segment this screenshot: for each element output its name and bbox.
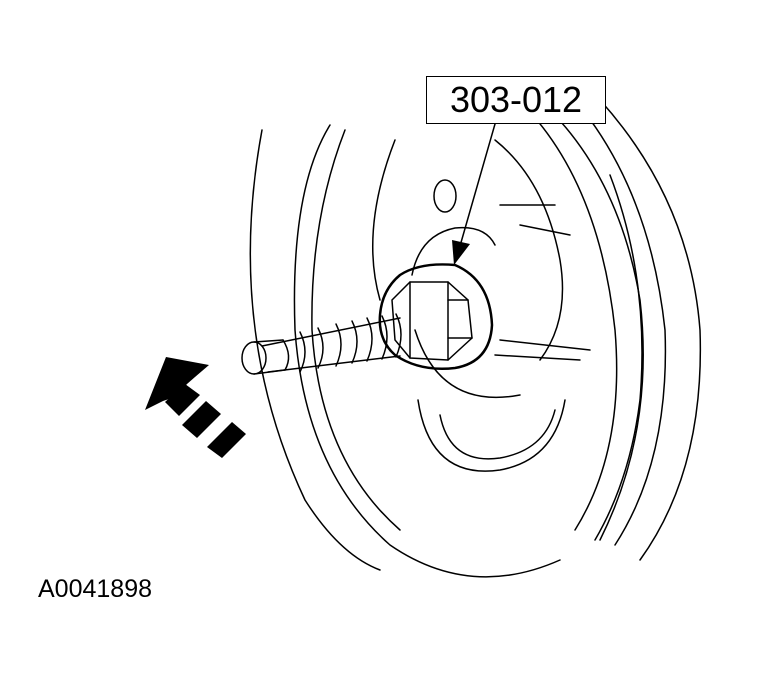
installation-direction-arrow: [145, 357, 246, 458]
figure-id-label: A0041898: [38, 575, 153, 603]
hex-nut: [391, 281, 473, 361]
threaded-bolt: [241, 313, 402, 375]
special-tool-303-012: [378, 263, 494, 370]
tool-number-callout: 303-012: [426, 76, 606, 124]
pulley-hub: [372, 139, 591, 472]
callout-leader-arrow: [459, 123, 496, 247]
callout-arrowhead: [452, 240, 470, 265]
pulley-outer-rim: [249, 99, 702, 578]
tool-number-label: 303-012: [449, 79, 583, 120]
